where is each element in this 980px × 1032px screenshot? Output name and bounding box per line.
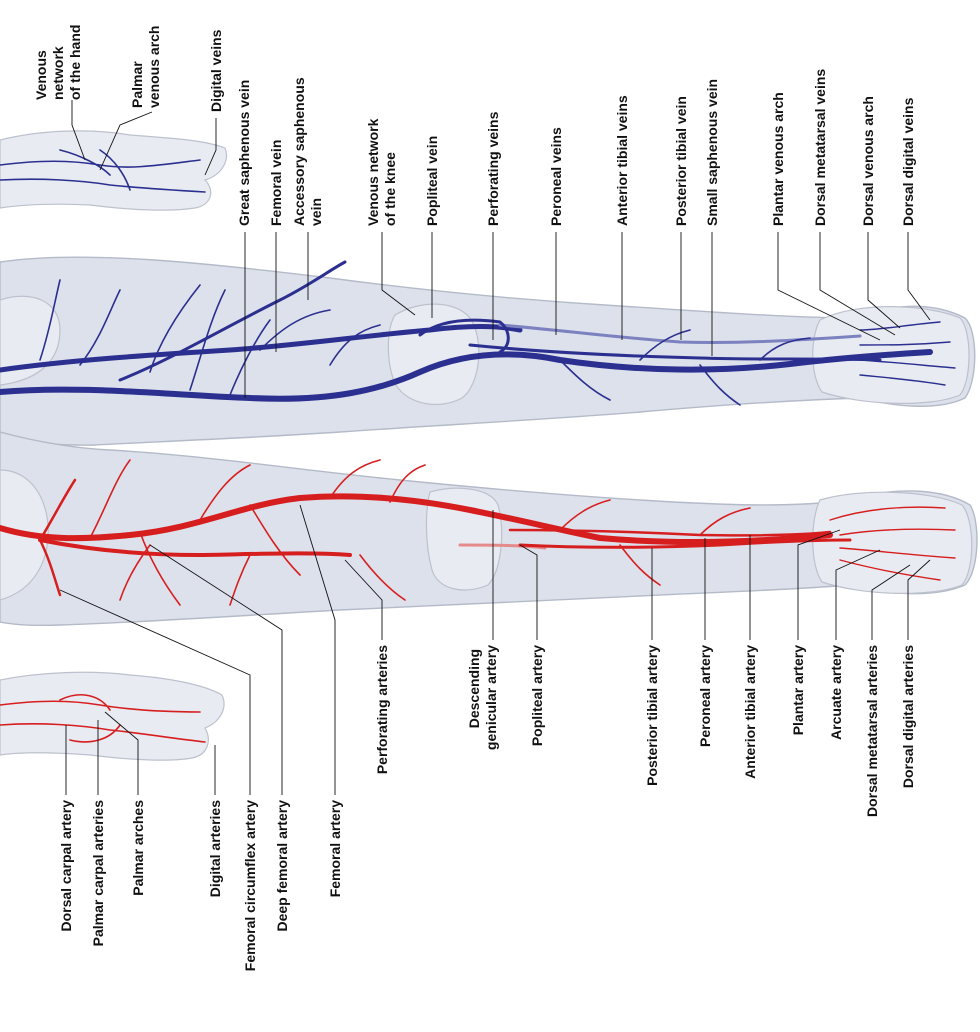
label-accessory-saphenous-vein: Accessory saphenous vein: [291, 73, 324, 226]
label-peroneal-artery: Peroneal artery: [697, 645, 713, 747]
label-femoral-vein: Femoral vein: [268, 140, 284, 226]
label-palmar-carpal-arteries: Palmar carpal arteries: [90, 800, 106, 947]
label-great-saphenous-vein: Great saphenous vein: [236, 80, 252, 226]
venous-hand-illustration: [0, 131, 226, 210]
label-digital-veins: Digital veins: [208, 29, 224, 112]
label-peroneal-veins: Peroneal veins: [548, 127, 564, 226]
label-anterior-tibial-artery: Anterior tibial artery: [742, 645, 758, 779]
label-digital-arteries: Digital arteries: [207, 800, 223, 897]
label-popliteal-vein: Popliteal vein: [424, 136, 440, 226]
label-perforating-arteries: Perforating arteries: [374, 645, 390, 774]
label-plantar-venous-arch: Plantar venous arch: [770, 92, 786, 226]
label-plantar-artery: Plantar artery: [790, 645, 806, 735]
label-venous-network-hand: Venous network of the hand: [33, 25, 83, 100]
label-palmar-arches: Palmar arches: [130, 800, 146, 896]
label-posterior-tibial-vein: Posterior tibial vein: [673, 96, 689, 226]
label-descending-genicular-artery: Descending genicular artery: [466, 645, 499, 750]
label-popliteal-artery: Popliteal artery: [529, 645, 545, 746]
arterial-hand-illustration: [0, 672, 224, 760]
venous-hand-outline: [0, 131, 226, 210]
label-dorsal-digital-veins: Dorsal digital veins: [900, 97, 916, 226]
label-perforating-veins: Perforating veins: [485, 111, 501, 226]
arterial-hand-outline: [0, 672, 224, 760]
venous-leg-illustration: [0, 257, 975, 445]
label-femoral-circumflex-artery: Femoral circumflex artery: [242, 800, 258, 971]
label-arcuate-artery: Arcuate artery: [828, 645, 844, 740]
label-venous-network-knee: Venous network of the knee: [365, 115, 398, 226]
label-deep-femoral-artery: Deep femoral artery: [274, 800, 290, 932]
label-dorsal-carpal-artery: Dorsal carpal artery: [58, 800, 74, 932]
label-anterior-tibial-veins: Anterior tibial veins: [614, 95, 630, 226]
label-dorsal-venous-arch: Dorsal venous arch: [860, 96, 876, 226]
arterial-leg-illustration: [0, 432, 977, 625]
label-small-saphenous-vein: Small saphenous vein: [704, 79, 720, 226]
label-dorsal-metatarsal-veins: Dorsal metatarsal veins: [812, 69, 828, 226]
label-dorsal-digital-arteries: Dorsal digital arteries: [900, 645, 916, 788]
label-posterior-tibial-artery: Posterior tibial artery: [644, 645, 660, 786]
label-dorsal-metatarsal-arteries: Dorsal metatarsal arteries: [864, 645, 880, 817]
label-palmar-venous-arch: Palmar venous arch: [129, 26, 162, 108]
label-femoral-artery: Femoral artery: [327, 800, 343, 897]
